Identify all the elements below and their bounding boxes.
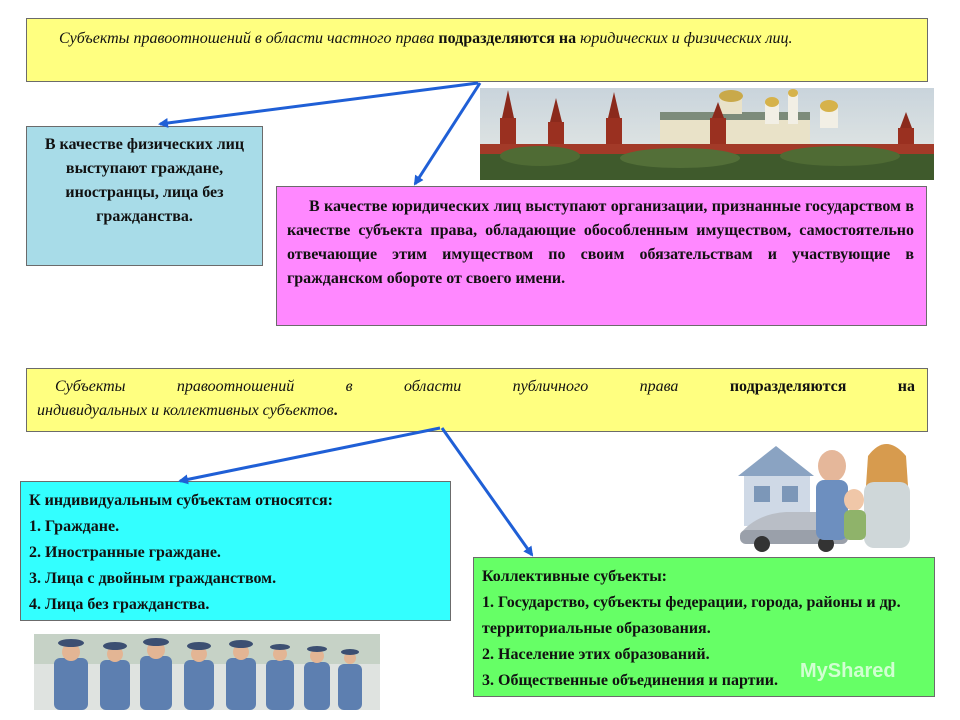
- arrow-to-physical: [158, 81, 479, 128]
- collective-subjects-title: Коллективные субъекты:: [482, 568, 668, 585]
- arrow-to-collective: [440, 427, 534, 557]
- collective-subjects-box: Коллективные субъекты: 1. Государство, с…: [473, 557, 935, 697]
- public-law-lead: Субъекты правоотношений в области публич…: [55, 378, 679, 395]
- public-law-line-2: индивидуальных и коллективных субъектов.: [37, 399, 915, 423]
- public-law-tail: индивидуальных и коллективных субъектов: [37, 402, 334, 419]
- public-law-box: Субъекты правоотношений в области публич…: [26, 368, 928, 432]
- family-photo: [736, 436, 930, 554]
- list-item: 2. Иностранные граждане.: [29, 544, 221, 561]
- police-photo: [34, 634, 380, 710]
- public-law-line-1: Субъекты правоотношений в области публич…: [37, 375, 915, 399]
- private-law-lead: Субъекты правоотношений в области частно…: [59, 30, 435, 47]
- physical-persons-text: В качестве физических лиц выступают граж…: [44, 136, 245, 225]
- individual-subjects-list: 1. Граждане. 2. Иностранные граждане. 3.…: [29, 514, 442, 618]
- individual-subjects-box: К индивидуальным субъектам относятся: 1.…: [20, 481, 451, 621]
- physical-persons-box: В качестве физических лиц выступают граж…: [26, 126, 263, 266]
- legal-entities-box: В качестве юридических лиц выступают орг…: [276, 186, 927, 326]
- list-item: 1. Граждане.: [29, 518, 120, 535]
- list-item: 1. Государство, субъекты федерации, горо…: [482, 594, 901, 637]
- collective-subjects-list: 1. Государство, субъекты федерации, горо…: [482, 590, 926, 694]
- kremlin-photo: [480, 88, 934, 180]
- public-law-verb: подразделяются на: [678, 378, 916, 395]
- list-item: 2. Население этих образований.: [482, 646, 710, 663]
- list-item: 3. Общественные объединения и партии.: [482, 672, 778, 689]
- list-item: 3. Лица с двойным гражданством.: [29, 570, 277, 587]
- watermark-logo: MyShared: [800, 660, 896, 682]
- list-item: 4. Лица без гражданства.: [29, 596, 210, 613]
- arrow-to-individual: [178, 426, 441, 485]
- arrow-to-legal: [413, 82, 482, 186]
- individual-subjects-title: К индивидуальным субъектам относятся:: [29, 492, 333, 509]
- private-law-tail: юридических и физических лиц.: [580, 30, 793, 47]
- public-law-period: .: [333, 402, 338, 419]
- private-law-verb: подразделяются на: [434, 30, 581, 47]
- private-law-box: Субъекты правоотношений в области частно…: [26, 18, 928, 82]
- legal-entities-text: В качестве юридических лиц выступают орг…: [287, 198, 914, 287]
